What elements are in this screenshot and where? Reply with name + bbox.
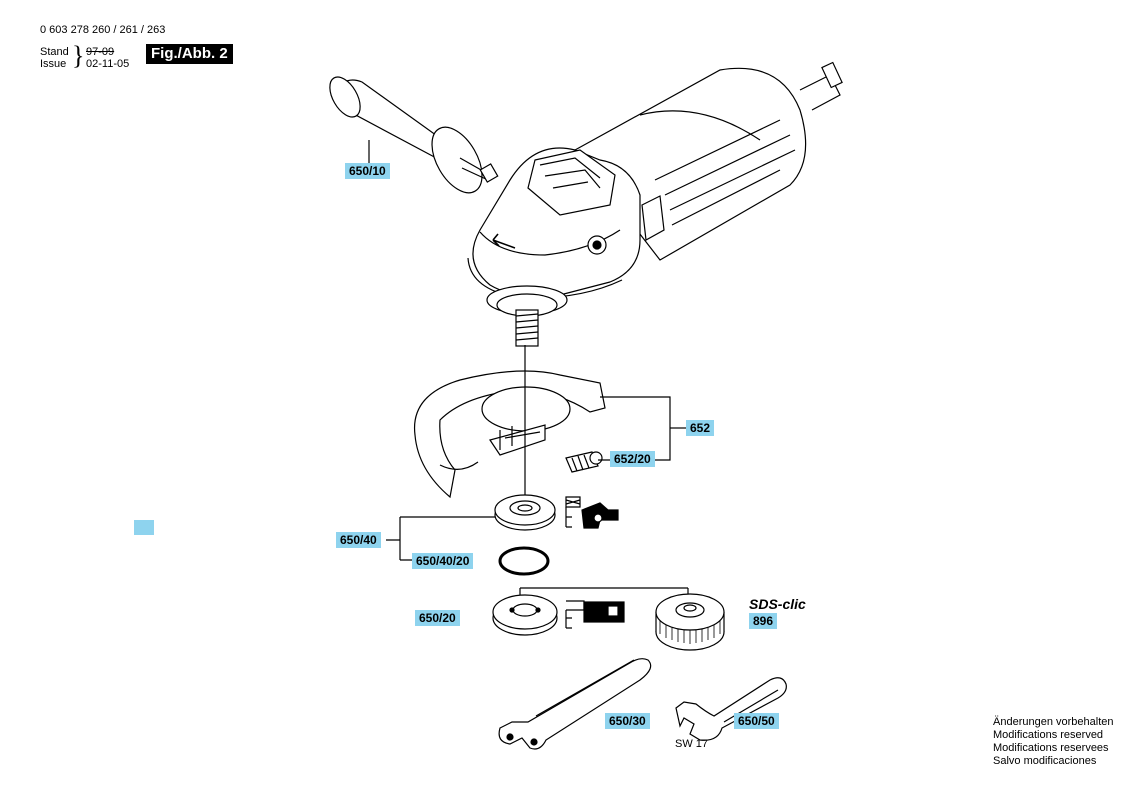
wrench-size-label: SW 17 — [675, 738, 709, 750]
part-label-open-wrench[interactable]: 650/50 — [734, 713, 779, 729]
stand-label: Stand — [40, 46, 69, 58]
part-label-o-ring[interactable]: 650/40/20 — [412, 553, 474, 569]
figure-badge: Fig./Abb. 2 — [146, 44, 233, 64]
document-number: 0 603 278 260 / 261 / 263 — [40, 24, 166, 36]
issue-label: Issue — [40, 58, 67, 70]
new-issue-date: 02-11-05 — [86, 58, 130, 70]
part-label-handle[interactable]: 650/10 — [345, 163, 390, 179]
part-label-guard-screw[interactable]: 652/20 — [610, 451, 655, 467]
brace-icon: } — [72, 41, 85, 70]
clamp-nut-illustration — [492, 594, 625, 636]
note-line-fr: Modifications reservees — [993, 742, 1109, 754]
open-wrench-illustration — [675, 677, 787, 741]
wheel-guard-illustration — [413, 370, 606, 499]
note-line-es: Salvo modificaciones — [993, 755, 1097, 767]
guard-screw-illustration — [565, 451, 603, 473]
o-ring-illustration — [498, 546, 550, 576]
part-label-clamp-nut[interactable]: 650/20 — [415, 610, 460, 626]
side-handle-illustration — [329, 76, 499, 194]
part-label-spanner[interactable]: 650/30 — [605, 713, 650, 729]
part-label-quick-nut[interactable]: 896 — [749, 613, 778, 629]
note-line-en: Modifications reserved — [993, 729, 1104, 741]
note-line-de: Änderungen vorbehalten — [993, 716, 1114, 728]
pin-spanner-illustration — [498, 658, 652, 750]
old-issue-date: 97-09 — [86, 46, 115, 58]
angle-grinder-illustration — [467, 61, 843, 347]
highlight-box — [134, 520, 154, 535]
part-label-guard[interactable]: 652 — [686, 420, 715, 436]
sds-clic-nut-illustration — [655, 593, 725, 651]
part-label-flange[interactable]: 650/40 — [336, 532, 381, 548]
flange-illustration — [494, 494, 619, 531]
sds-clic-label: SDS-clic — [749, 596, 806, 612]
